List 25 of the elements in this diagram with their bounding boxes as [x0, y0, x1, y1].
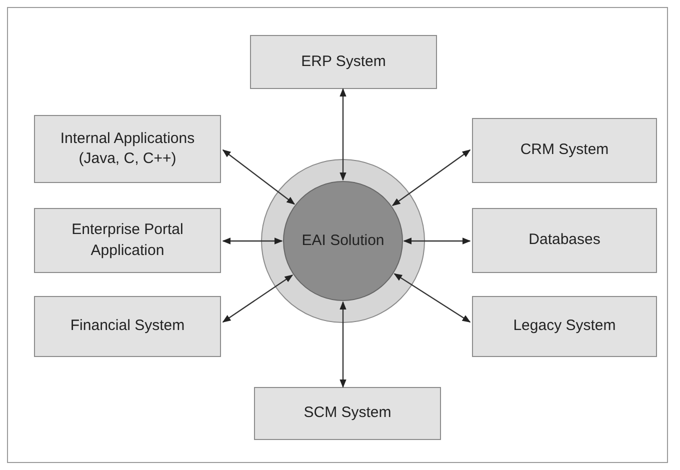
double-arrow	[403, 238, 471, 244]
node-label: CRM System	[519, 140, 610, 160]
system-box	[472, 208, 657, 273]
double-arrow	[340, 301, 346, 388]
node-label: ERP System	[300, 52, 387, 72]
system-box	[250, 35, 437, 89]
node-label: Internal Applications (Java, C, C++)	[59, 128, 196, 169]
node-label: Legacy System	[512, 316, 617, 336]
double-arrow	[394, 273, 471, 322]
node-label: Databases	[528, 230, 602, 250]
node-label: EAI Solution	[300, 230, 386, 251]
node-label: Financial System	[69, 316, 186, 336]
system-box	[34, 296, 221, 357]
system-box	[34, 208, 221, 273]
system-box	[254, 387, 441, 440]
double-arrow	[222, 274, 294, 322]
system-box	[34, 115, 221, 183]
node-label: Enterprise Portal Application	[70, 220, 184, 260]
double-arrow	[222, 150, 296, 205]
double-arrow	[392, 150, 471, 206]
node-label: SCM System	[302, 403, 392, 424]
system-box	[472, 296, 657, 357]
system-box	[472, 118, 657, 183]
double-arrow	[222, 238, 283, 244]
double-arrow	[340, 88, 346, 181]
